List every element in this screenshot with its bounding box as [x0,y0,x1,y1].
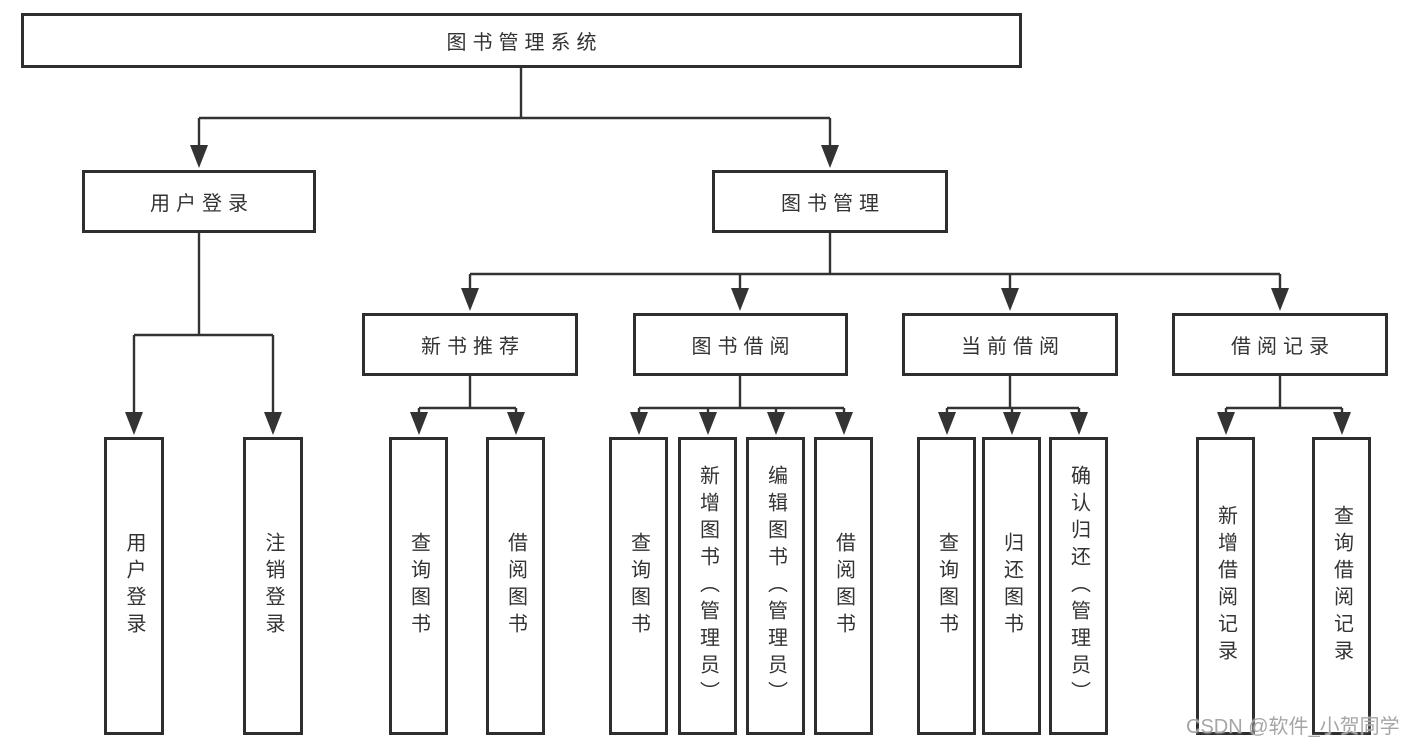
node-leaf-confirm-return-admin: 确认归还（管理员） [1049,437,1108,735]
arrow-down-icon [1070,412,1088,435]
arrow-down-icon [699,412,717,435]
arrow-down-icon [821,145,839,168]
connector-user-login-children [125,233,282,435]
arrow-down-icon [835,412,853,435]
node-leaf-edit-book-admin: 编辑图书（管理员） [746,437,805,735]
node-leaf-query-book-1: 查询图书 [389,437,448,735]
arrow-down-icon [938,412,956,435]
arrow-down-icon [190,145,208,168]
connector-borrow-records-children [1217,376,1351,435]
arrow-down-icon [507,412,525,435]
arrow-down-icon [731,288,749,311]
connector-book-management-children [461,233,1289,311]
node-book-borrow: 图书借阅 [633,313,848,376]
node-leaf-query-book-2: 查询图书 [609,437,668,735]
arrow-down-icon [264,412,282,435]
arrow-down-icon [1333,412,1351,435]
node-book-management: 图书管理 [712,170,948,233]
node-user-login: 用户登录 [82,170,316,233]
connector-new-book-children [410,376,525,435]
arrow-down-icon [461,288,479,311]
node-leaf-return-book: 归还图书 [982,437,1041,735]
node-current-borrow: 当前借阅 [902,313,1118,376]
connector-current-borrow-children [938,376,1088,435]
arrow-down-icon [1001,288,1019,311]
arrow-down-icon [410,412,428,435]
arrow-down-icon [125,412,143,435]
arrow-down-icon [1217,412,1235,435]
connector-book-borrow-children [630,376,853,435]
arrow-down-icon [1003,412,1021,435]
node-root-system: 图书管理系统 [21,13,1022,68]
node-leaf-logout: 注销登录 [243,437,303,735]
node-new-book-recommend: 新书推荐 [362,313,578,376]
arrow-down-icon [1271,288,1289,311]
node-leaf-user-login: 用户登录 [104,437,164,735]
node-leaf-add-borrow-record: 新增借阅记录 [1196,437,1255,735]
node-leaf-add-book-admin: 新增图书（管理员） [678,437,737,735]
node-borrow-records: 借阅记录 [1172,313,1388,376]
node-leaf-query-borrow-record: 查询借阅记录 [1312,437,1371,735]
node-leaf-query-book-3: 查询图书 [917,437,976,735]
csdn-watermark: CSDN @软件_小贺同学 [1186,716,1400,738]
connector-root-to-level2 [190,68,839,168]
arrow-down-icon [630,412,648,435]
arrow-down-icon [767,412,785,435]
node-leaf-borrow-book-1: 借阅图书 [486,437,545,735]
node-leaf-borrow-book-2: 借阅图书 [814,437,873,735]
